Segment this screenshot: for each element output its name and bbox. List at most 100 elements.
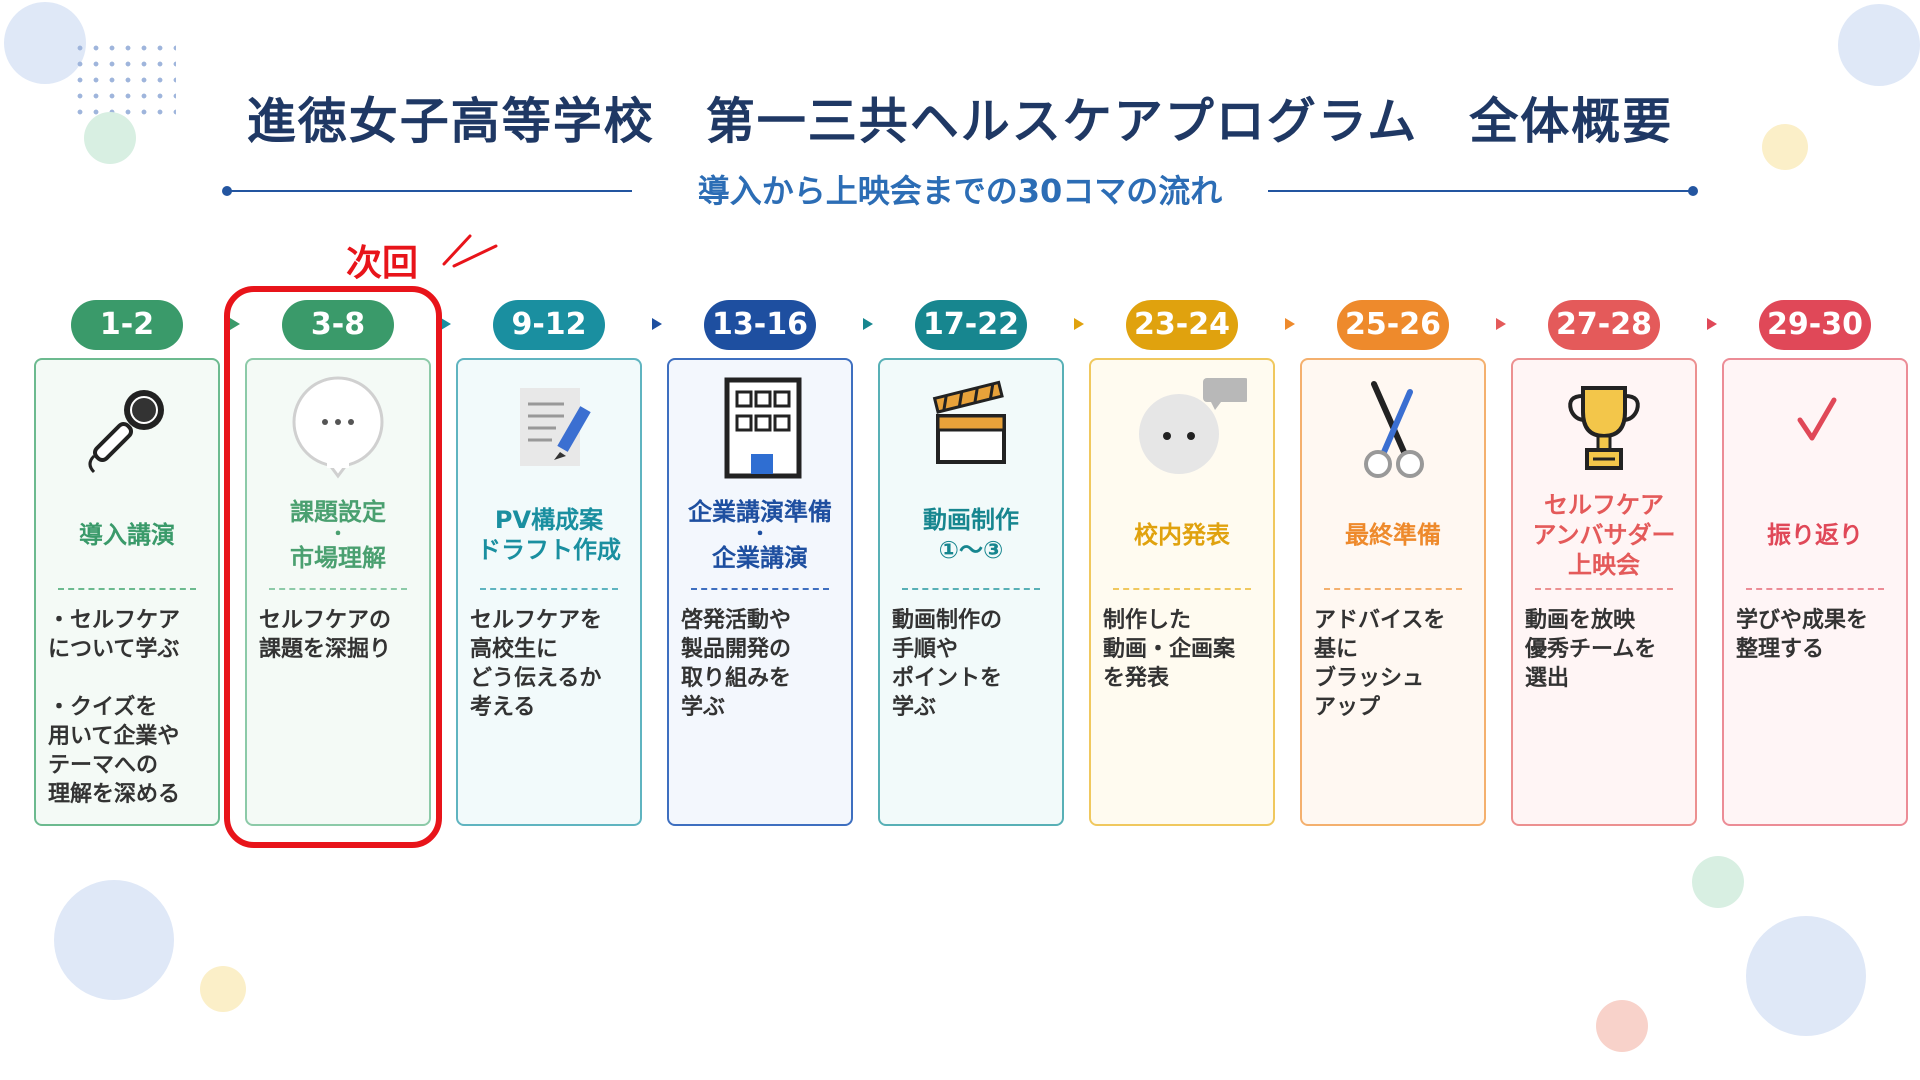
decor-dot-grid	[72, 40, 176, 122]
step-title-line: 動画制作	[923, 506, 1019, 534]
step-title-line: 課題設定	[290, 498, 386, 526]
step-title: 校内発表	[1093, 490, 1271, 580]
speech-bubble-icon	[247, 376, 429, 480]
step-title-line: ・	[329, 524, 347, 545]
page-subtitle: 導入から上映会までの30コマの流れ	[697, 172, 1223, 210]
divider	[691, 588, 829, 590]
step-29-30: 29-30 振り返り学びや成果を 整理する	[1722, 300, 1908, 826]
step-card: 校内発表制作した 動画・企画案 を発表	[1089, 358, 1275, 826]
step-title: 最終準備	[1304, 490, 1482, 580]
decor-circle	[1692, 856, 1744, 908]
decor-circle	[1838, 4, 1920, 86]
session-range-badge: 3-8	[282, 300, 394, 350]
subtitle-row: 導入から上映会までの30コマの流れ	[222, 170, 1698, 212]
flow-arrow-icon	[863, 318, 873, 330]
step-description: セルフケアの 課題を深掘り	[259, 608, 392, 662]
step-description: 制作した 動画・企画案 を発表	[1103, 608, 1236, 691]
clapperboard-icon	[880, 376, 1062, 480]
step-description: 動画を放映 優秀チームを 選出	[1525, 608, 1657, 691]
step-title-line: 最終準備	[1345, 521, 1441, 549]
step-title: セルフケアアンバサダー上映会	[1515, 490, 1693, 580]
step-3-8: 3-8 課題設定・市場理解セルフケアの 課題を深掘り	[245, 300, 431, 826]
step-description: 啓発活動や 製品開発の 取り組みを 学ぶ	[681, 608, 792, 720]
step-card: 最終準備アドバイスを 基に ブラッシュ アップ	[1300, 358, 1486, 826]
decor-circle	[1596, 1000, 1648, 1052]
divider	[269, 588, 407, 590]
session-range-badge: 23-24	[1126, 300, 1238, 350]
step-title: PV構成案ドラフト作成	[460, 490, 638, 580]
step-9-12: 9-12 PV構成案ドラフト作成セルフケアを 高校生に どう伝えるか 考える	[456, 300, 642, 826]
step-title-line: アンバサダー	[1532, 521, 1676, 549]
decor-circle	[84, 112, 136, 164]
flow-arrow-icon	[1074, 318, 1084, 330]
step-title: 振り返り	[1726, 490, 1904, 580]
step-title: 企業講演準備・企業講演	[671, 490, 849, 580]
session-range-badge: 27-28	[1548, 300, 1660, 350]
step-27-28: 27-28 セルフケアアンバサダー上映会動画を放映 優秀チームを 選出	[1511, 300, 1697, 826]
step-title-line: 上映会	[1568, 551, 1640, 579]
divider	[1535, 588, 1673, 590]
flow-arrow-icon	[441, 318, 451, 330]
flow-arrow-icon	[652, 318, 662, 330]
flow-arrow-icon	[230, 318, 240, 330]
session-range-badge: 17-22	[915, 300, 1027, 350]
decor-circle	[200, 966, 246, 1012]
checkmark-icon	[1724, 376, 1906, 480]
subtitle-line-dot	[1688, 186, 1698, 196]
page-title: 進徳女子高等学校 第一三共ヘルスケアプログラム 全体概要	[246, 93, 1674, 150]
step-23-24: 23-24 校内発表制作した 動画・企画案 を発表	[1089, 300, 1275, 826]
step-title-line: ・	[751, 524, 769, 545]
step-card: 導入講演・セルフケア について学ぶ ・クイズを 用いて企業や テーマへの 理解を…	[34, 358, 220, 826]
trophy-icon	[1513, 376, 1695, 480]
next-session-highlight	[224, 286, 442, 848]
step-title-line: ①〜③	[938, 536, 1004, 564]
speaker-face-icon	[1091, 376, 1273, 480]
document-pencil-icon	[458, 376, 640, 480]
flow-arrow-icon	[1707, 318, 1717, 330]
divider	[480, 588, 618, 590]
step-description: アドバイスを 基に ブラッシュ アップ	[1314, 608, 1446, 720]
session-range-badge: 1-2	[71, 300, 183, 350]
session-range-badge: 25-26	[1337, 300, 1449, 350]
step-title: 課題設定・市場理解	[249, 490, 427, 580]
divider	[1746, 588, 1884, 590]
step-card: 振り返り学びや成果を 整理する	[1722, 358, 1908, 826]
scissors-icon	[1302, 376, 1484, 480]
flow-arrow-icon	[1496, 318, 1506, 330]
step-description: セルフケアを 高校生に どう伝えるか 考える	[470, 608, 603, 720]
subtitle-line-dot	[222, 186, 232, 196]
decor-circle	[54, 880, 174, 1000]
session-range-badge: 29-30	[1759, 300, 1871, 350]
divider	[1113, 588, 1251, 590]
microphone-icon	[36, 376, 218, 480]
decor-circle	[1762, 124, 1808, 170]
step-description: 学びや成果を 整理する	[1736, 608, 1869, 662]
step-card: 企業講演準備・企業講演啓発活動や 製品開発の 取り組みを 学ぶ	[667, 358, 853, 826]
step-description: ・セルフケア について学ぶ ・クイズを 用いて企業や テーマへの 理解を深める	[48, 608, 181, 807]
subtitle-line	[1268, 190, 1692, 192]
step-title-line: ドラフト作成	[477, 536, 621, 564]
step-title: 導入講演	[38, 490, 216, 580]
step-title-line: 企業講演準備	[688, 498, 832, 526]
step-description: 動画制作の 手順や ポイントを 学ぶ	[892, 608, 1003, 720]
step-title-line: PV構成案	[494, 506, 604, 534]
divider	[58, 588, 196, 590]
step-13-16: 13-16 企業講演準備・企業講演啓発活動や 製品開発の 取り組みを 学ぶ	[667, 300, 853, 826]
step-card: 課題設定・市場理解セルフケアの 課題を深掘り	[245, 358, 431, 826]
flow-arrow-icon	[1285, 318, 1295, 330]
divider	[1324, 588, 1462, 590]
step-1-2: 1-2 導入講演・セルフケア について学ぶ ・クイズを 用いて企業や テーマへの…	[34, 300, 220, 826]
session-range-badge: 13-16	[704, 300, 816, 350]
session-range-badge: 9-12	[493, 300, 605, 350]
step-title-line: 振り返り	[1767, 521, 1863, 549]
step-card: セルフケアアンバサダー上映会動画を放映 優秀チームを 選出	[1511, 358, 1697, 826]
step-title-line: 導入講演	[79, 521, 175, 549]
subtitle-line	[228, 190, 632, 192]
office-building-icon	[669, 376, 851, 480]
step-card: PV構成案ドラフト作成セルフケアを 高校生に どう伝えるか 考える	[456, 358, 642, 826]
next-session-label: 次回	[346, 243, 419, 284]
